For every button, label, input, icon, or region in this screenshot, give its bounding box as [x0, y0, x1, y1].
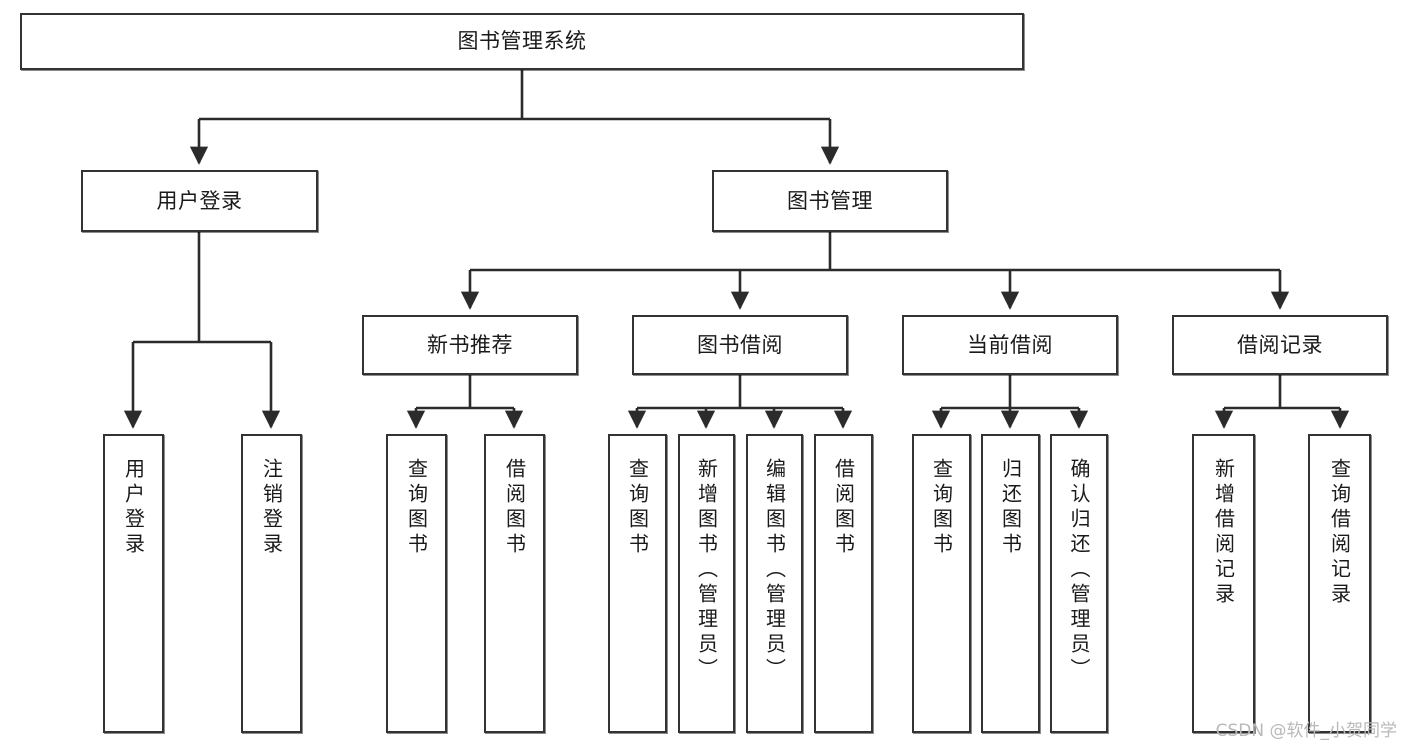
- leaf-edit-book[interactable]: 编辑图书（管理员）: [746, 434, 803, 733]
- node-current-borrow[interactable]: 当前借阅: [902, 315, 1118, 375]
- node-label: 借阅图书: [831, 458, 856, 558]
- node-borrow-record[interactable]: 借阅记录: [1172, 315, 1388, 375]
- node-book-borrow[interactable]: 图书借阅: [632, 315, 848, 375]
- node-label: 注销登录: [259, 458, 284, 558]
- leaf-query-book-recommend[interactable]: 查询图书: [386, 434, 447, 733]
- node-label: 新书推荐: [427, 332, 513, 357]
- node-label: 编辑图书（管理员）: [762, 458, 787, 683]
- leaf-query-book-current[interactable]: 查询图书: [912, 434, 971, 733]
- node-user-login[interactable]: 用户登录: [81, 170, 318, 232]
- leaf-borrow-book[interactable]: 借阅图书: [814, 434, 873, 733]
- leaf-query-book-borrow[interactable]: 查询图书: [608, 434, 667, 733]
- node-book-manage[interactable]: 图书管理: [712, 170, 948, 232]
- node-label: 确认归还（管理员）: [1067, 458, 1091, 683]
- node-label: 图书管理系统: [457, 29, 587, 54]
- leaf-query-borrow-record[interactable]: 查询借阅记录: [1308, 434, 1371, 733]
- leaf-add-book[interactable]: 新增图书（管理员）: [678, 434, 735, 733]
- node-root-book-management-system[interactable]: 图书管理系统: [20, 13, 1024, 70]
- node-new-book-recommend[interactable]: 新书推荐: [362, 315, 578, 375]
- leaf-user-login[interactable]: 用户登录: [103, 434, 164, 733]
- node-label: 图书管理: [787, 188, 873, 213]
- csdn-watermark: CSDN @软件_小贺同学: [1215, 721, 1397, 741]
- node-label: 归还图书: [998, 458, 1023, 558]
- node-label: 新增图书（管理员）: [694, 458, 719, 683]
- leaf-add-borrow-record[interactable]: 新增借阅记录: [1192, 434, 1255, 733]
- node-label: 新增借阅记录: [1211, 458, 1236, 608]
- node-label: 查询借阅记录: [1327, 458, 1352, 608]
- leaf-borrow-book-recommend[interactable]: 借阅图书: [484, 434, 545, 733]
- node-label: 查询图书: [929, 458, 954, 558]
- node-label: 查询图书: [625, 458, 650, 558]
- node-label: 图书借阅: [697, 332, 783, 357]
- node-label: 用户登录: [121, 458, 146, 558]
- node-label: 借阅记录: [1237, 332, 1323, 357]
- leaf-return-book[interactable]: 归还图书: [981, 434, 1040, 733]
- node-label: 用户登录: [156, 188, 243, 213]
- node-label: 当前借阅: [967, 332, 1053, 357]
- node-label: 查询图书: [404, 458, 429, 558]
- node-label: 借阅图书: [502, 458, 527, 558]
- leaf-confirm-return[interactable]: 确认归还（管理员）: [1050, 434, 1108, 733]
- leaf-user-logout[interactable]: 注销登录: [241, 434, 302, 733]
